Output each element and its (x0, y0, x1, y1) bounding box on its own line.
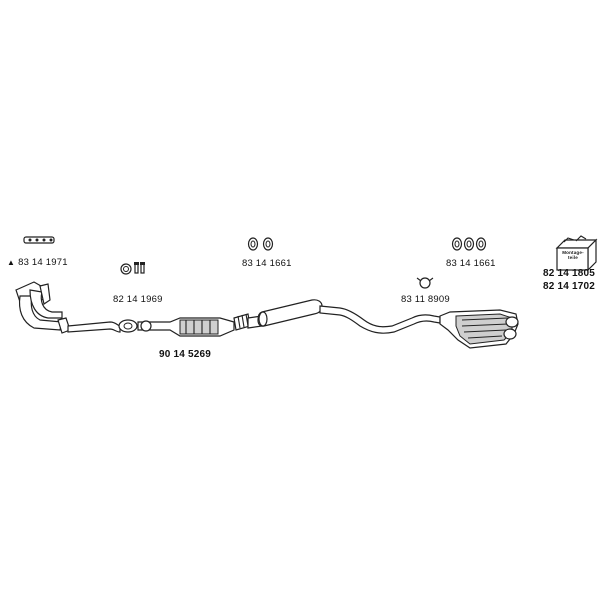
catalytic-converter[interactable] (137, 317, 235, 337)
rear-hangers-part[interactable] (451, 237, 487, 251)
manifold-clamp-part[interactable] (120, 262, 145, 275)
rear-silencer[interactable] (439, 309, 519, 349)
rear-hangers-number: 83 14 1661 (446, 258, 496, 269)
rear-pipe[interactable] (319, 305, 441, 334)
exhaust-system-number: 90 14 5269 (159, 349, 212, 360)
pipe-clamp-part[interactable] (416, 277, 434, 289)
manifold-gasket-part[interactable] (23, 236, 55, 244)
middle-silencer[interactable] (257, 299, 323, 327)
front-pipe[interactable] (57, 317, 138, 334)
front-hangers-number: 83 14 1661 (242, 258, 292, 269)
mounting-kit-number-1: 82 14 1805 (543, 268, 596, 279)
front-hangers-part[interactable] (247, 237, 274, 251)
exhaust-manifold[interactable] (15, 281, 63, 331)
mounting-kit-number-2: 82 14 1702 (543, 281, 596, 292)
manifold-clamp-number: 82 14 1969 (113, 294, 163, 305)
manifold-gasket-label: ▲83 14 1971 (7, 257, 68, 268)
mounting-kit-box-label: Montage-teile (562, 250, 584, 260)
mounting-kit-box[interactable] (555, 235, 598, 272)
warning-triangle-icon: ▲ (7, 258, 16, 267)
pipe-clamp-number: 83 11 8909 (401, 294, 450, 305)
manifold-gasket-number: 83 14 1971 (18, 257, 68, 268)
